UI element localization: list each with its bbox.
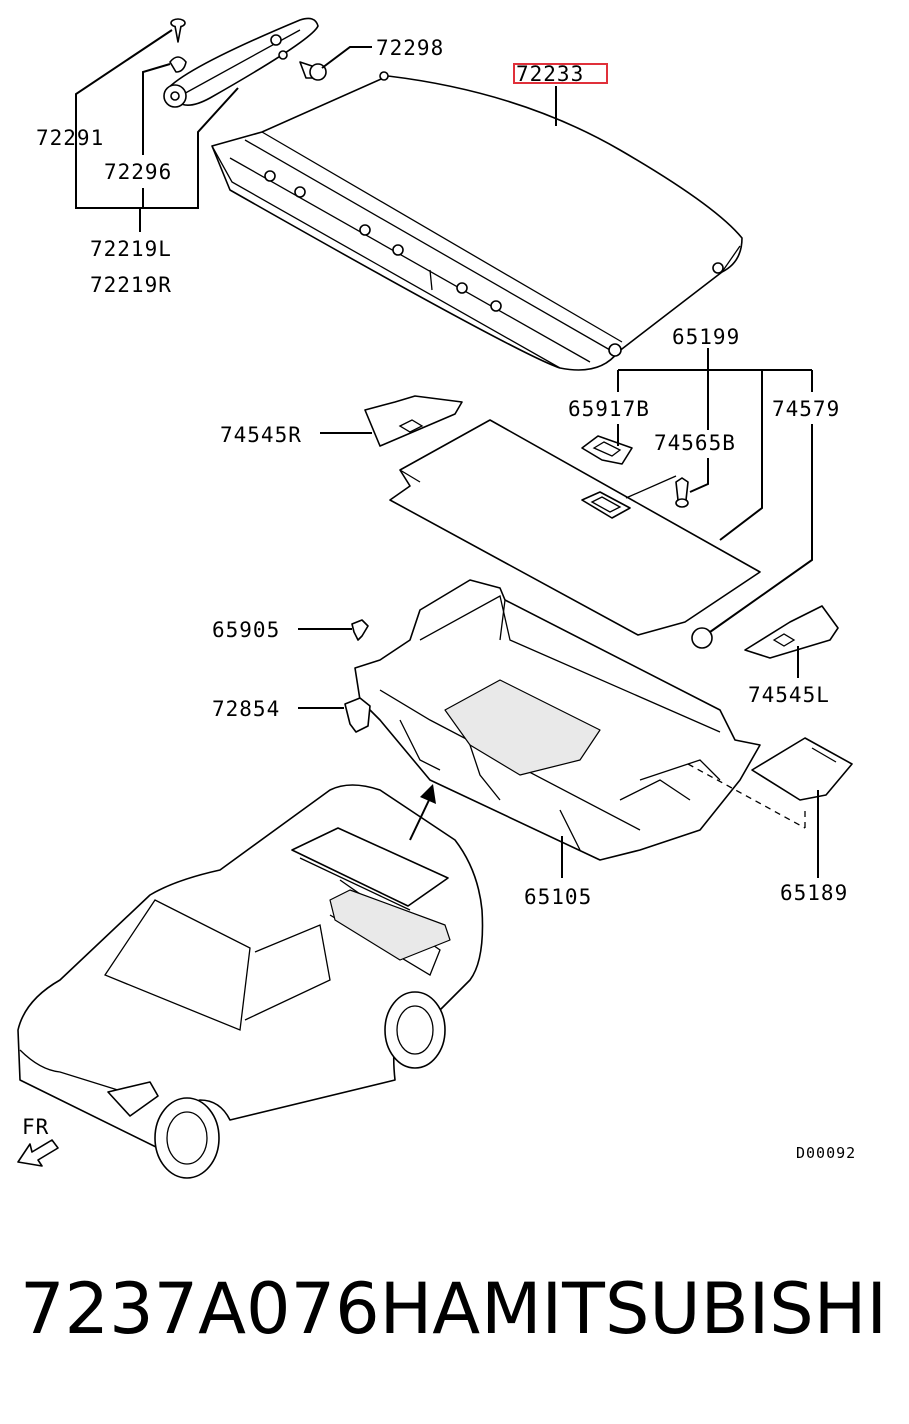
- vehicle-outline-drawing: [17, 784, 484, 1179]
- side-panel-l-drawing: [744, 605, 839, 659]
- callout-72219r[interactable]: 72219R: [90, 273, 172, 297]
- clip-65905-icon: [351, 619, 369, 641]
- side-bracket-drawing: [163, 17, 319, 108]
- brand-name: MITSUBISHI: [481, 1268, 887, 1350]
- callout-74565b[interactable]: 74565B: [654, 431, 736, 455]
- fastener-72854-icon: [344, 697, 371, 733]
- callout-65917b[interactable]: 65917B: [568, 397, 650, 421]
- screw-74565b-icon: [675, 477, 689, 508]
- dashed-leader: [687, 763, 806, 829]
- front-direction-arrow-icon: [17, 1139, 59, 1167]
- callout-72233[interactable]: 72233: [516, 62, 584, 86]
- footer: 7237A076HA MITSUBISHI: [0, 1268, 909, 1378]
- callout-72291[interactable]: 72291: [36, 126, 104, 150]
- callout-72219l[interactable]: 72219L: [90, 237, 172, 261]
- diagram-code: D00092: [796, 1144, 856, 1162]
- callout-72296[interactable]: 72296: [104, 160, 172, 184]
- callout-74579[interactable]: 74579: [772, 397, 840, 421]
- callout-65905[interactable]: 65905: [212, 618, 280, 642]
- callout-74545l[interactable]: 74545L: [748, 683, 830, 707]
- callout-65189[interactable]: 65189: [780, 881, 848, 905]
- screw-72291-icon: [170, 18, 186, 43]
- tonneau-cover-drawing: [211, 71, 743, 371]
- stopper-icon: [691, 627, 713, 649]
- side-panel-r-drawing: [364, 395, 463, 447]
- floor-board-drawing: [389, 419, 761, 636]
- storage-tray-drawing: [354, 579, 761, 861]
- callout-65105[interactable]: 65105: [524, 885, 592, 909]
- callout-72298[interactable]: 72298: [376, 36, 444, 60]
- handle-bezel-65917b-icon: [581, 435, 633, 465]
- installation-arrow-icon: [409, 784, 436, 841]
- callout-72854[interactable]: 72854: [212, 697, 280, 721]
- leader-lines: [75, 29, 819, 878]
- front-direction-label: FR: [22, 1115, 49, 1139]
- part-number: 7237A076HA: [20, 1268, 481, 1350]
- callout-65199[interactable]: 65199: [672, 325, 740, 349]
- highlight-box: [513, 63, 608, 84]
- clip-72298-icon: [299, 61, 327, 81]
- callout-74545r[interactable]: 74545R: [220, 423, 302, 447]
- side-cover-65189-drawing: [751, 737, 853, 801]
